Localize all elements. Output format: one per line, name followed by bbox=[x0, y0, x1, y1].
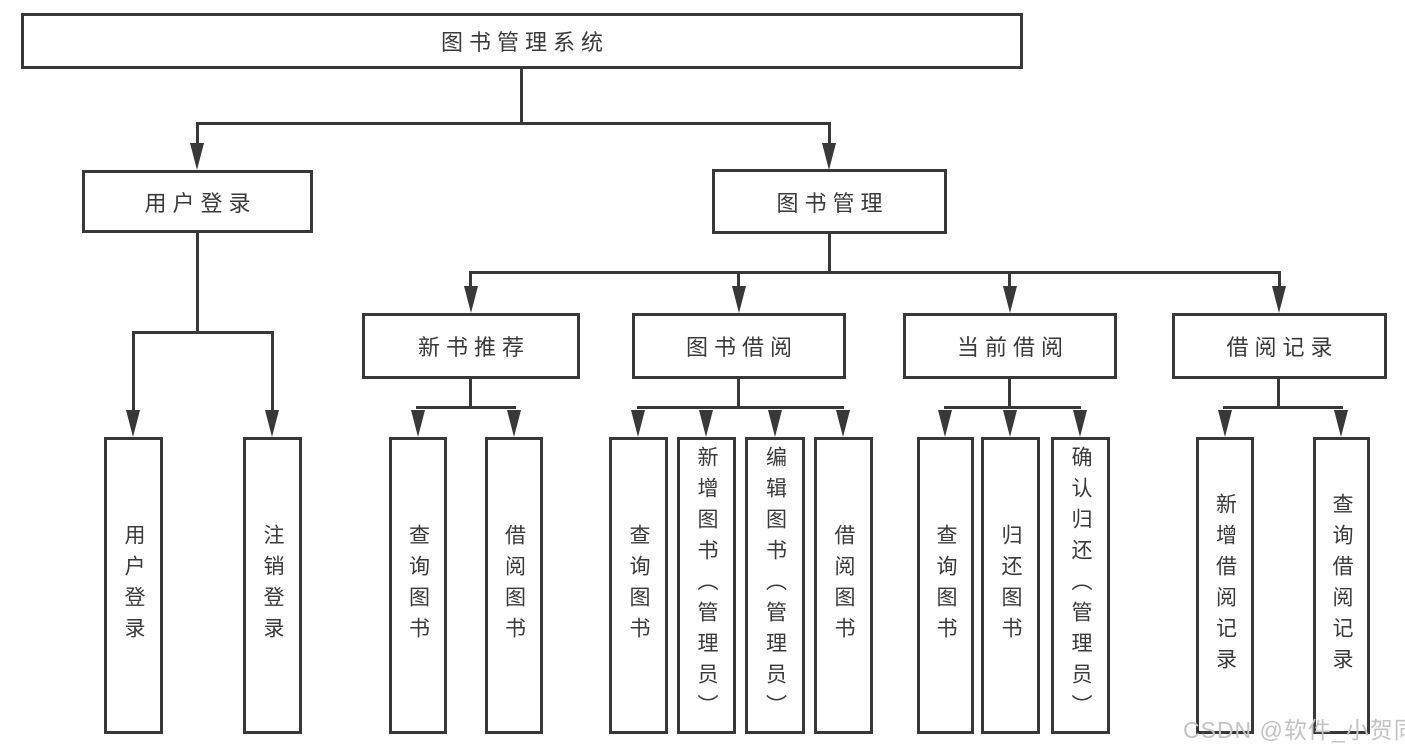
leaf-logout: 注销登录 bbox=[243, 437, 302, 734]
arrow-down-icon bbox=[1003, 286, 1017, 313]
arrow-down-icon bbox=[126, 410, 140, 437]
connector-line bbox=[1277, 379, 1280, 409]
node-current-borrowing: 当前借阅 bbox=[903, 313, 1117, 379]
leaf-label: 注销登录 bbox=[261, 523, 284, 648]
arrow-down-icon bbox=[631, 410, 645, 437]
arrow-down-icon bbox=[822, 143, 836, 170]
leaf-label: 借阅图书 bbox=[832, 523, 855, 648]
node-new-book-recommend: 新书推荐 bbox=[362, 313, 580, 379]
leaf-label: 新增图书（管理员） bbox=[695, 446, 718, 725]
connector-line bbox=[520, 69, 523, 125]
leaf-borrow-books-2: 借阅图书 bbox=[814, 437, 873, 734]
connector-line bbox=[1278, 271, 1281, 288]
connector-line bbox=[737, 271, 740, 288]
arrow-down-icon bbox=[507, 410, 521, 437]
leaf-label: 查询图书 bbox=[406, 523, 430, 648]
arrow-down-icon bbox=[464, 286, 478, 313]
connector-line bbox=[1008, 379, 1011, 409]
leaf-query-books-3: 查询图书 bbox=[917, 437, 974, 734]
arrow-down-icon bbox=[938, 410, 952, 437]
leaf-return-books: 归还图书 bbox=[981, 437, 1040, 734]
arrow-down-icon bbox=[1003, 410, 1017, 437]
leaf-add-borrow-record: 新增借阅记录 bbox=[1196, 437, 1254, 734]
node-root-library-system: 图书管理系统 bbox=[21, 13, 1023, 69]
leaf-query-books-1: 查询图书 bbox=[389, 437, 447, 734]
leaf-confirm-return-admin: 确认归还（管理员） bbox=[1051, 437, 1110, 734]
connector-line bbox=[196, 233, 199, 334]
connector-line bbox=[828, 234, 831, 274]
arrow-down-icon bbox=[1073, 410, 1087, 437]
arrow-down-icon bbox=[836, 410, 850, 437]
leaf-label: 确认归还（管理员） bbox=[1069, 446, 1092, 725]
connector-line bbox=[196, 122, 199, 144]
csdn-watermark: CSDN @软件_小贺同学 bbox=[1183, 717, 1405, 743]
leaf-edit-books-admin: 编辑图书（管理员） bbox=[745, 437, 805, 734]
arrow-down-icon bbox=[1334, 410, 1348, 437]
arrow-down-icon bbox=[190, 143, 204, 170]
connector-line bbox=[944, 406, 1081, 409]
leaf-query-borrow-record: 查询借阅记录 bbox=[1313, 437, 1370, 734]
connector-line bbox=[469, 271, 472, 288]
connector-line bbox=[469, 271, 1281, 274]
leaf-label: 查询图书 bbox=[627, 523, 650, 648]
connector-line bbox=[271, 331, 274, 411]
leaf-label: 新增借阅记录 bbox=[1213, 492, 1237, 679]
leaf-label: 用户登录 bbox=[122, 523, 145, 648]
leaf-label: 借阅图书 bbox=[502, 523, 526, 648]
leaf-user-login: 用户登录 bbox=[104, 437, 163, 734]
arrow-down-icon bbox=[732, 286, 746, 313]
leaf-add-books-admin: 新增图书（管理员） bbox=[677, 437, 736, 734]
connector-line bbox=[737, 379, 740, 409]
connector-line bbox=[469, 379, 472, 409]
node-borrowing-records: 借阅记录 bbox=[1172, 313, 1387, 379]
arrow-down-icon bbox=[411, 410, 425, 437]
leaf-label: 查询借阅记录 bbox=[1330, 492, 1353, 679]
leaf-label: 查询图书 bbox=[934, 523, 957, 648]
node-book-management: 图书管理 bbox=[712, 169, 947, 234]
leaf-label: 编辑图书（管理员） bbox=[763, 446, 787, 725]
connector-line bbox=[1223, 406, 1343, 409]
connector-line bbox=[637, 406, 844, 409]
arrow-down-icon bbox=[1218, 410, 1232, 437]
connector-line bbox=[828, 122, 831, 144]
leaf-borrow-books-1: 借阅图书 bbox=[485, 437, 543, 734]
arrow-down-icon bbox=[699, 410, 713, 437]
connector-line bbox=[416, 406, 516, 409]
leaf-label: 归还图书 bbox=[999, 523, 1022, 648]
connector-line bbox=[132, 331, 135, 411]
connector-line bbox=[1008, 271, 1011, 288]
node-book-borrowing: 图书借阅 bbox=[632, 313, 846, 379]
arrow-down-icon bbox=[1272, 286, 1286, 313]
arrow-down-icon bbox=[768, 410, 782, 437]
leaf-query-books-2: 查询图书 bbox=[609, 437, 668, 734]
arrow-down-icon bbox=[265, 410, 279, 437]
node-user-login: 用户登录 bbox=[82, 170, 313, 233]
connector-line bbox=[132, 331, 274, 334]
connector-line bbox=[196, 122, 831, 125]
